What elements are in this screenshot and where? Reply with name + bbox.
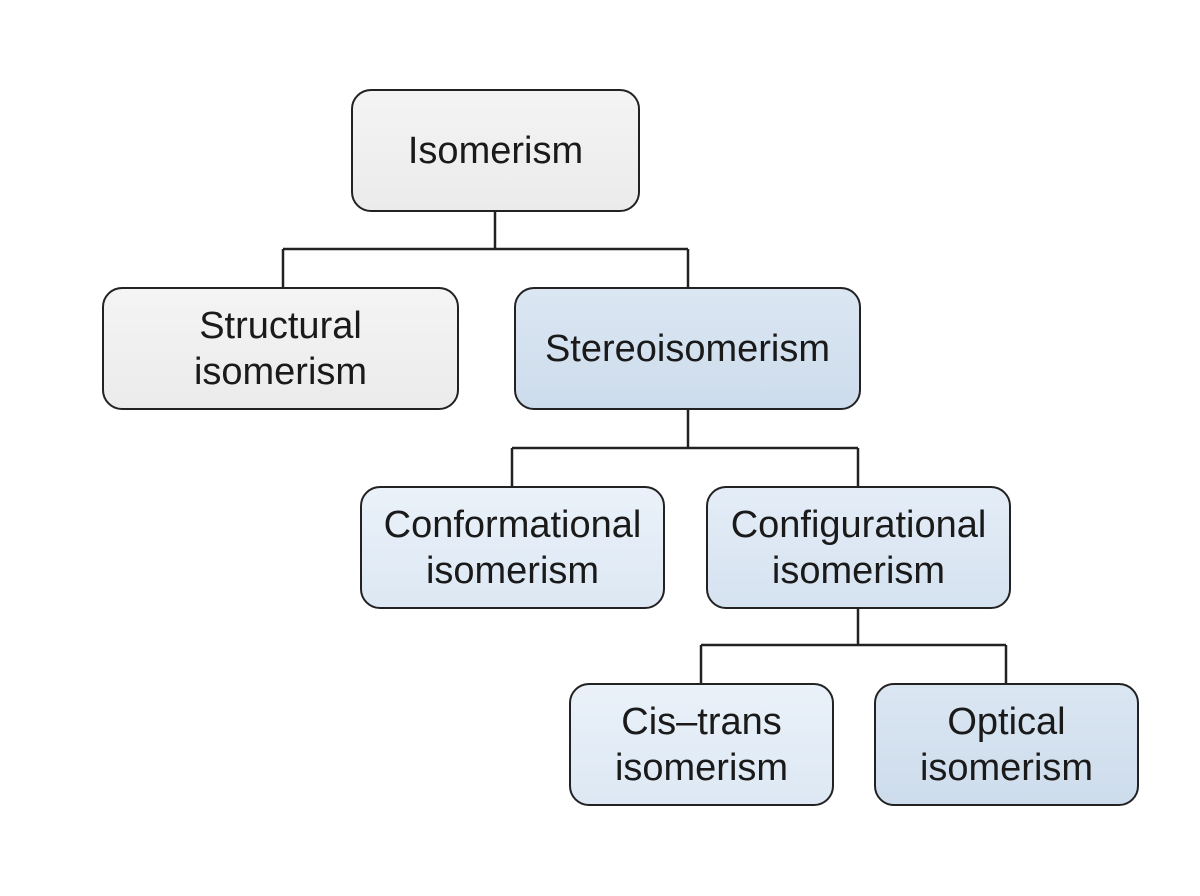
node-conformational-isomerism-label: Conformational isomerism: [383, 503, 642, 592]
node-stereoisomerism: Stereoisomerism: [514, 287, 861, 410]
node-isomerism-label: Isomerism: [407, 129, 584, 172]
node-cis-trans-isomerism-label: Cis–trans isomerism: [614, 700, 789, 789]
node-cis-trans-isomerism: Cis–trans isomerism: [569, 683, 834, 806]
connector-isomerism-to-children: [281, 212, 690, 287]
node-configurational-isomerism-label: Configurational isomerism: [730, 503, 987, 592]
node-optical-isomerism: Optical isomerism: [874, 683, 1139, 806]
node-isomerism: Isomerism: [351, 89, 640, 212]
connector-configurational-to-children: [699, 609, 1008, 683]
node-conformational-isomerism: Conformational isomerism: [360, 486, 665, 609]
connector-stereoisomerism-to-children: [510, 410, 860, 486]
node-structural-isomerism-label: Structural isomerism: [193, 304, 368, 393]
node-stereoisomerism-label: Stereoisomerism: [544, 327, 831, 370]
node-optical-isomerism-label: Optical isomerism: [919, 700, 1094, 789]
node-configurational-isomerism: Configurational isomerism: [706, 486, 1011, 609]
node-structural-isomerism: Structural isomerism: [102, 287, 459, 410]
